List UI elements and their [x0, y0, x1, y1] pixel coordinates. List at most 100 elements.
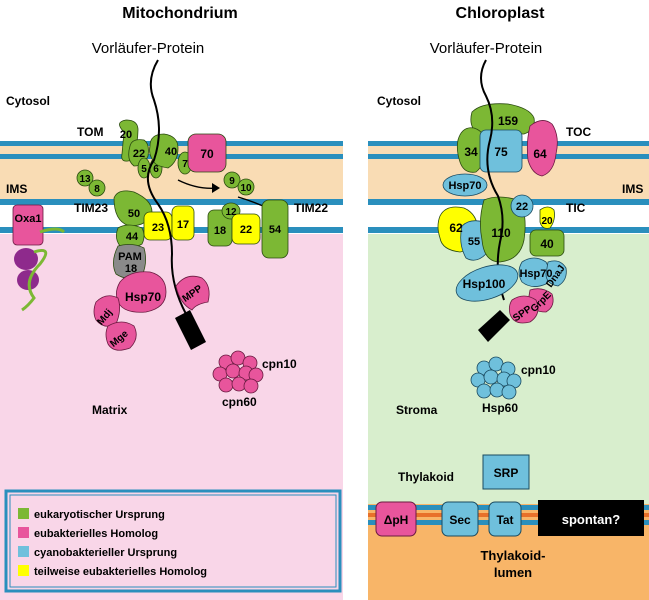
dph-pathway	[375, 501, 417, 537]
dph-label: ΔpH	[384, 513, 409, 527]
title-mitochondrium: Mitochondrium	[122, 5, 238, 22]
tim9	[223, 171, 241, 189]
tom-complex	[119, 119, 227, 179]
tim23-complex-label: TIM23	[74, 201, 108, 215]
precursor-label-right: Vorläufer-Protein	[430, 40, 543, 57]
toc159-label: 159	[498, 114, 518, 128]
toc75-label: 75	[494, 145, 508, 159]
precursor-chain-chloro	[480, 59, 505, 301]
legend-item-eukaryotic: eukaryotischer Ursprung	[34, 509, 165, 521]
tom5-label: 5	[141, 164, 147, 175]
tic-label: TIC	[566, 201, 586, 215]
tim18-label: 18	[214, 225, 226, 237]
legend-swatch-yellow	[18, 565, 29, 576]
lumen-region	[368, 530, 649, 600]
legend-item-cyanobacterial: cyanobakterieller Ursprung	[34, 547, 177, 559]
matrix-label: Matrix	[92, 403, 128, 417]
hsp60-label: Hsp60	[482, 401, 518, 415]
hsp60-complex	[470, 356, 522, 400]
tim8	[88, 179, 106, 197]
cytosol-label-right: Cytosol	[377, 94, 421, 108]
spontaneous-pathway	[538, 500, 644, 536]
cpn60-label: cpn60	[222, 395, 257, 409]
tic20	[539, 206, 555, 229]
tom70-label: 70	[200, 147, 214, 161]
lumen-label-line2: lumen	[494, 565, 532, 580]
mpp	[175, 275, 210, 311]
pam-label: PAM	[118, 251, 142, 263]
spontaneous-label: spontan?	[562, 512, 621, 527]
ims-label-right: IMS	[622, 182, 643, 196]
legend-swatch-pink	[18, 527, 29, 538]
toc-label: TOC	[566, 125, 591, 139]
tim10	[237, 178, 255, 196]
hsp100	[455, 264, 519, 302]
tat-label: Tat	[496, 513, 513, 527]
ribosome-large	[14, 248, 38, 270]
nascent-chain	[21, 249, 48, 312]
tom7-label: 7	[182, 159, 188, 170]
tom22-label: 22	[133, 148, 145, 160]
tim50-label: 50	[128, 208, 140, 220]
legend-item-eubacterial: eubakterielles Homolog	[34, 528, 158, 540]
tic22-label: 22	[516, 201, 528, 213]
hsp70-mito-label: Hsp70	[125, 290, 161, 304]
tom40-label: 40	[165, 146, 177, 158]
oxa1-label: Oxa1	[15, 213, 42, 225]
hsp70-ims-label: Hsp70	[448, 180, 481, 192]
tom-label: TOM	[77, 125, 103, 139]
tim9-label: 9	[229, 176, 235, 187]
oxa1	[12, 204, 44, 246]
ims-label-left: IMS	[6, 182, 27, 196]
tat-pathway	[488, 501, 522, 537]
legend: eukaryotischer Ursprung eubakterielles H…	[4, 489, 342, 593]
hsp70-stroma	[518, 257, 550, 287]
srp-label: SRP	[494, 466, 519, 480]
title-chloroplast: Chloroplast	[456, 5, 546, 22]
tic40	[529, 229, 565, 257]
cpn60-complex	[212, 350, 264, 394]
sec-label: Sec	[449, 513, 471, 527]
presequence-chloro	[478, 310, 510, 342]
dnaj	[545, 260, 567, 287]
mge	[105, 321, 137, 351]
legend-swatch-blue	[18, 546, 29, 557]
tom6-label: 6	[153, 164, 159, 175]
tic20-label: 20	[541, 216, 553, 227]
thylakoid-label: Thylakoid	[398, 470, 454, 484]
stroma-label: Stroma	[396, 403, 438, 417]
toc64	[526, 120, 558, 177]
tim13-label: 13	[79, 174, 91, 185]
tim17-label: 17	[177, 219, 189, 231]
tic22	[510, 194, 534, 218]
tim8-label: 8	[94, 184, 100, 195]
legend-item-partial-eubacterial: teilweise eubakterielles Homolog	[34, 566, 207, 578]
tim44	[116, 224, 145, 248]
tic40-label: 40	[540, 237, 554, 251]
tim22-label: 22	[240, 224, 252, 236]
tim22-complex-label: TIM22	[294, 201, 328, 215]
tic62-label: 62	[449, 221, 463, 235]
tom70	[187, 133, 227, 173]
tim54-label: 54	[269, 224, 282, 236]
tim23-label: 23	[152, 222, 164, 234]
legend-swatch-green	[18, 508, 29, 519]
oxa1-substrate	[39, 227, 66, 234]
tom20-label: 20	[120, 129, 132, 141]
ribosome-small	[17, 270, 39, 290]
hsp100-label: Hsp100	[463, 277, 506, 291]
tim54	[261, 199, 289, 259]
inner-membrane-left	[0, 199, 343, 205]
cpn10-chloro-label: cpn10	[521, 363, 556, 377]
precursor-chain-mito	[147, 59, 187, 315]
hsp70-ims	[442, 173, 488, 197]
hsp70-stroma-label: Hsp70	[519, 268, 552, 280]
tim12-label: 12	[225, 207, 237, 218]
cpn10-mito-label: cpn10	[262, 357, 297, 371]
tim17	[171, 205, 195, 241]
tim22	[231, 213, 261, 245]
cytosol-label-left: Cytosol	[6, 94, 50, 108]
tim10-label: 10	[240, 183, 252, 194]
tim44-label: 44	[126, 231, 139, 243]
